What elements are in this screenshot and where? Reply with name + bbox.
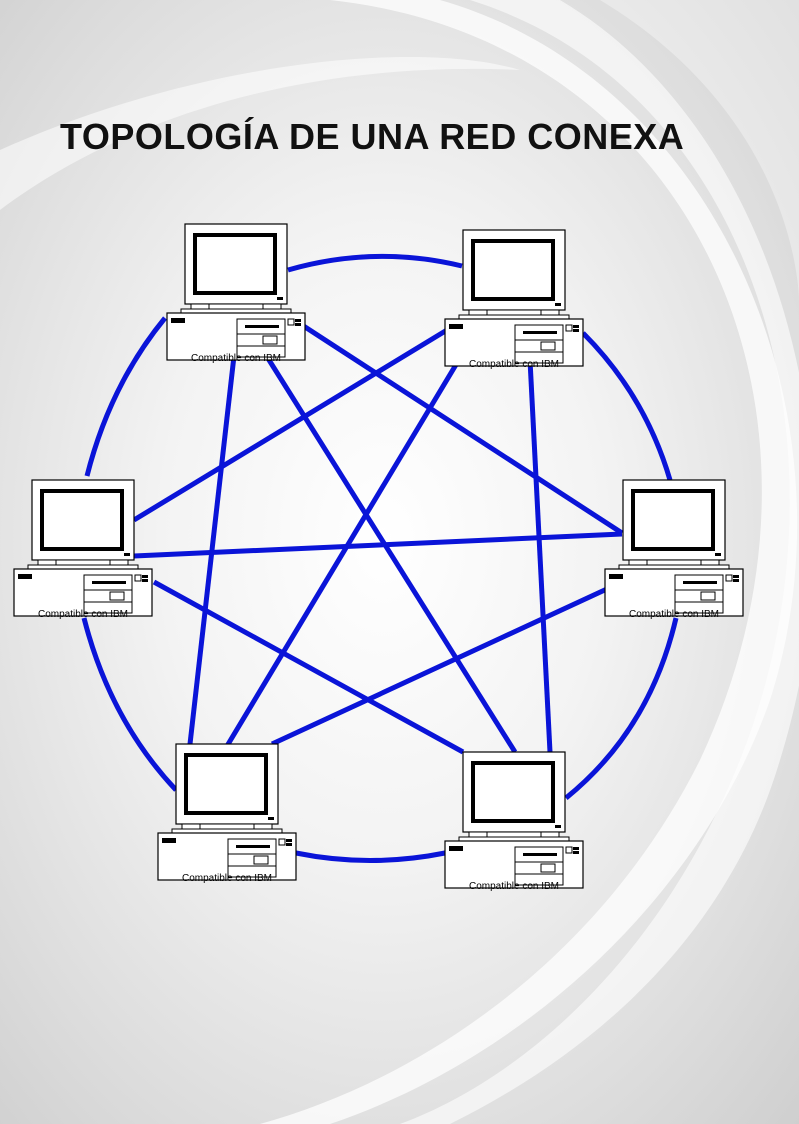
ring-link-top-right-to-middle-right xyxy=(581,331,673,481)
cpu-case-icon xyxy=(166,312,306,361)
link-middle-left-to-bottom-right xyxy=(152,579,465,755)
computer-bottom-right[interactable]: Compatible con IBM xyxy=(444,751,584,892)
monitor-icon xyxy=(180,223,292,314)
computer-bottom-left[interactable]: Compatible con IBM xyxy=(157,743,297,884)
cpu-case-icon xyxy=(157,832,297,881)
link-middle-left-to-middle-right xyxy=(133,531,623,559)
link-top-right-to-middle-left xyxy=(132,327,449,523)
computer-top-left[interactable]: Compatible con IBM xyxy=(166,223,306,364)
computer-label: Compatible con IBM xyxy=(469,359,559,370)
monitor-icon xyxy=(171,743,283,834)
cpu-case-icon xyxy=(13,568,153,617)
links-layer xyxy=(132,322,624,755)
computer-label: Compatible con IBM xyxy=(191,353,281,364)
computer-label: Compatible con IBM xyxy=(469,881,559,892)
ring-link-top-left-to-top-right xyxy=(287,253,463,273)
link-top-left-to-bottom-right xyxy=(261,350,518,754)
link-top-right-to-bottom-left xyxy=(224,356,463,748)
page-title: TOPOLOGÍA DE UNA RED CONEXA xyxy=(60,116,685,157)
monitor-icon xyxy=(458,751,570,842)
link-top-right-to-bottom-right xyxy=(527,359,553,753)
link-top-left-to-middle-right xyxy=(300,322,624,536)
nodes-layer: Compatible con IBM Compatible con IBM Comp… xyxy=(13,223,744,892)
computer-label: Compatible con IBM xyxy=(629,609,719,620)
cpu-case-icon xyxy=(604,568,744,617)
monitor-icon xyxy=(618,479,730,570)
computer-label: Compatible con IBM xyxy=(182,873,272,884)
ring-layer xyxy=(81,253,679,863)
cpu-case-icon xyxy=(444,840,584,889)
computer-middle-left[interactable]: Compatible con IBM xyxy=(13,479,153,620)
computer-top-right[interactable]: Compatible con IBM xyxy=(444,229,584,370)
link-middle-right-to-bottom-left xyxy=(270,579,624,747)
ring-link-top-left-to-middle-left xyxy=(84,316,167,477)
ring-link-middle-right-to-bottom-right xyxy=(564,617,679,800)
monitor-icon xyxy=(458,229,570,320)
ring-link-bottom-left-to-bottom-right xyxy=(295,850,446,863)
ring-link-middle-left-to-bottom-left xyxy=(81,617,178,792)
monitor-icon xyxy=(27,479,139,570)
computer-middle-right[interactable]: Compatible con IBM xyxy=(604,479,744,620)
computer-label: Compatible con IBM xyxy=(38,609,128,620)
cpu-case-icon xyxy=(444,318,584,367)
